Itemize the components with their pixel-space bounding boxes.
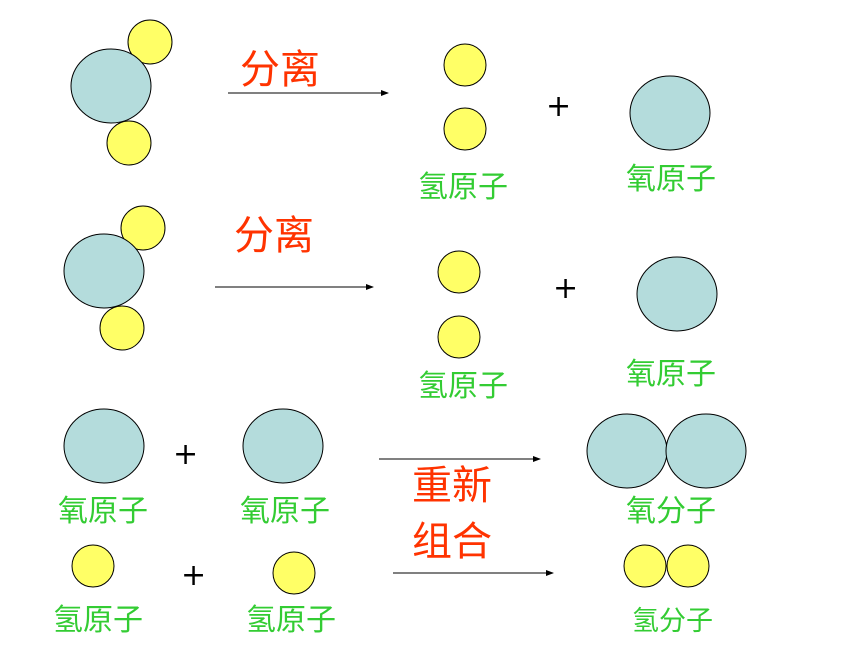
oxygen-atom <box>665 413 747 489</box>
oxygen-atom <box>63 233 145 309</box>
hydrogen-atom <box>623 544 667 588</box>
hydrogen-molecule <box>623 544 710 588</box>
hydrogen-atoms-label-1: 氢原子 <box>418 170 508 205</box>
hydrogen-atom <box>120 205 166 251</box>
hydrogen-atom-label-4a: 氢原子 <box>53 603 143 638</box>
hydrogen-atom <box>437 250 481 294</box>
hydrogen-atom <box>99 305 145 351</box>
hydrogen-molecule-label: 氢分子 <box>632 606 713 637</box>
oxygen-atom <box>636 256 718 332</box>
plus-sign-3: + <box>173 437 199 472</box>
plus-sign-4: + <box>181 558 207 593</box>
plus-sign-2: + <box>553 271 579 306</box>
hydrogen-atom <box>106 120 152 166</box>
hydrogen-atom <box>272 551 316 595</box>
oxygen-atom-label-2: 氧原子 <box>626 357 716 392</box>
hydrogen-atom <box>443 107 487 151</box>
water-molecule-2 <box>63 205 166 351</box>
oxygen-atom-label-3a: 氧原子 <box>58 494 148 529</box>
oxygen-atom <box>70 48 152 124</box>
oxygen-molecule-label: 氧分子 <box>626 494 716 529</box>
hydrogen-atoms-label-2: 氢原子 <box>418 369 508 404</box>
oxygen-atom <box>63 408 145 484</box>
oxygen-atom <box>586 413 668 489</box>
oxygen-atom-label-3b: 氧原子 <box>240 494 330 529</box>
hydrogen-atom <box>666 544 710 588</box>
hydrogen-atom <box>437 315 481 359</box>
separation-label-2: 分离 <box>234 213 314 259</box>
separation-label-1: 分离 <box>240 47 320 93</box>
hydrogen-atom <box>443 43 487 87</box>
plus-sign-1: + <box>546 89 572 124</box>
recombine-label-line2: 组合 <box>412 519 492 565</box>
recombine-label-line1: 重新 <box>412 463 492 509</box>
hydrogen-atom <box>127 19 173 65</box>
oxygen-atom <box>242 408 324 484</box>
oxygen-atom-label-1: 氧原子 <box>626 162 716 197</box>
hydrogen-atom <box>71 544 115 588</box>
oxygen-atom <box>629 75 711 151</box>
oxygen-molecule <box>586 413 747 489</box>
hydrogen-atom-label-4b: 氢原子 <box>246 603 336 638</box>
water-molecule-1 <box>70 19 173 166</box>
